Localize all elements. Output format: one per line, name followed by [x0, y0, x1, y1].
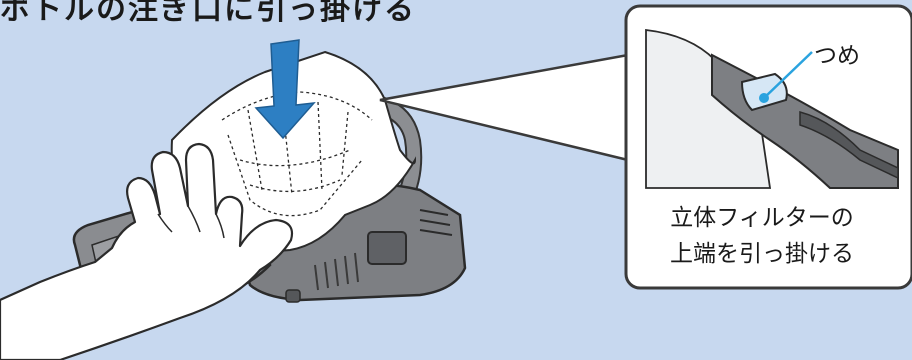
callout-caption: 立体フィルターの 上端を引っ掛ける — [628, 200, 896, 272]
device-button — [368, 232, 406, 264]
callout-detail — [646, 20, 898, 188]
caption-line-1: 立体フィルターの — [628, 200, 896, 236]
claw-label: つめ — [814, 36, 860, 70]
caption-line-2: 上端を引っ掛ける — [628, 236, 896, 272]
device-foot — [286, 290, 300, 302]
